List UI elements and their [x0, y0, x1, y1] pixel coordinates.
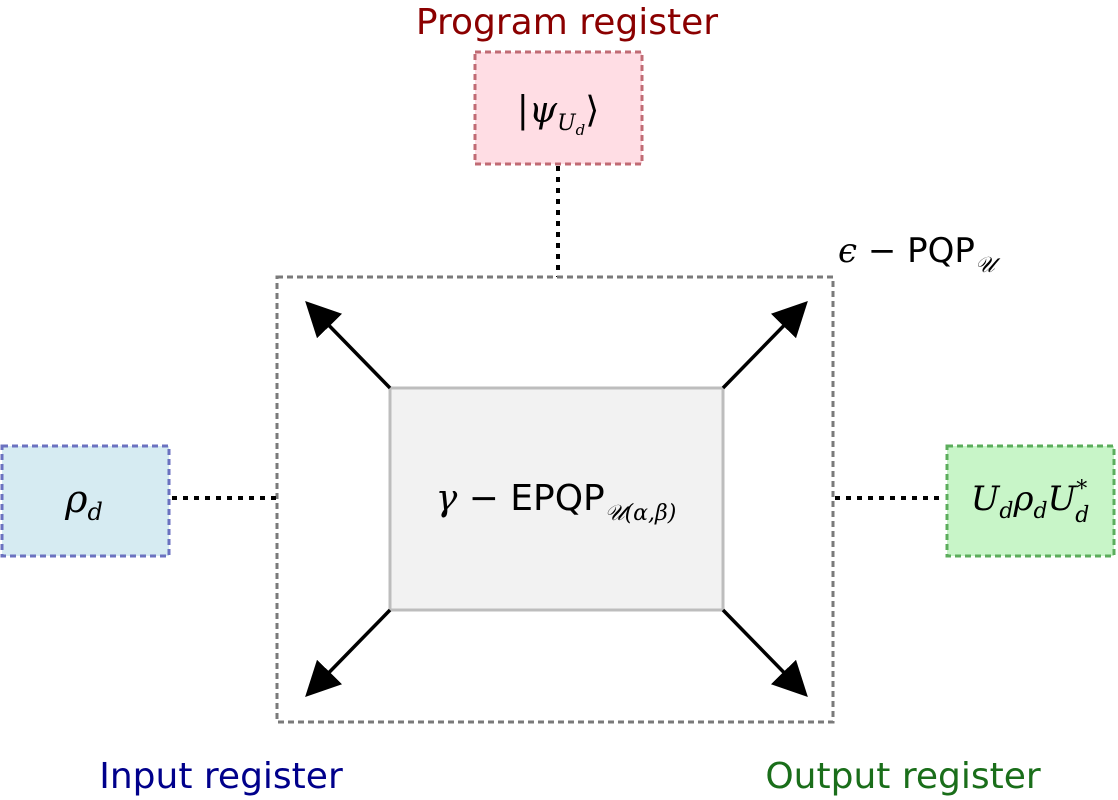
inner-processor-box: [388, 386, 725, 612]
input-state-rho: ρd: [64, 477, 103, 526]
inner-processor-label: γ − EPQP𝒰(α,β): [436, 478, 677, 526]
arrow-top-right: [721, 300, 808, 390]
output-state-expr: UdρdU*d: [971, 477, 1090, 528]
program-state-ket: |ψUd⟩: [517, 90, 600, 139]
input-state-box: [0, 444, 171, 558]
output-state-box: [945, 444, 1116, 558]
program-state-box: [473, 50, 644, 166]
program-register-label: Program register: [416, 2, 718, 43]
output-register-label: Output register: [765, 756, 1041, 797]
arrow-bottom-right: [721, 608, 808, 698]
input-register-label: Input register: [99, 756, 343, 797]
arrow-top-left: [305, 300, 392, 390]
arrow-bottom-left: [305, 608, 392, 698]
outer-processor-label: ϵ − PQP𝒰: [838, 231, 1001, 278]
